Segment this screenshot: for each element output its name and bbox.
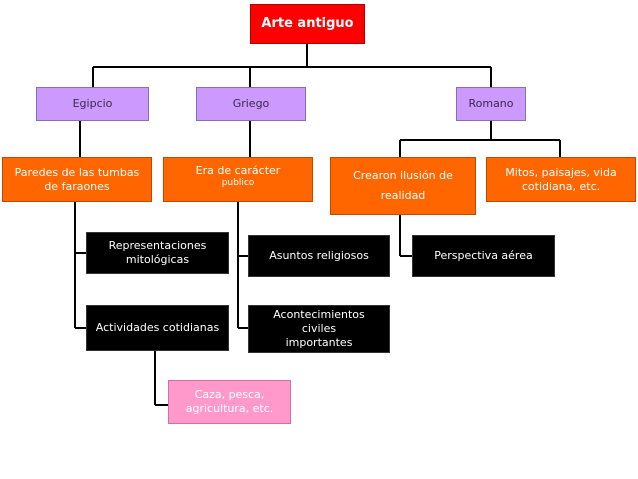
node-label: Paredes de las tumbas de faraones (14, 165, 140, 193)
node-label: Egipcio (72, 97, 113, 111)
node-label: Caza, pesca, agricultura, etc. (185, 388, 274, 415)
node-label: Romano (468, 97, 514, 111)
node-label-line1: Acontecimientos (273, 308, 365, 322)
node-paredes: Paredes de las tumbas de faraones (2, 157, 152, 202)
node-caza-pesca: Caza, pesca, agricultura, etc. (168, 380, 291, 424)
node-actividades: Actividades cotidianas (86, 305, 229, 351)
node-label: Asuntos religiosos (269, 249, 369, 263)
node-egipcio: Egipcio (36, 87, 149, 121)
node-perspectiva-aerea: Perspectiva aérea (412, 235, 555, 277)
node-label-line1: Era de carácter (195, 164, 281, 177)
node-label: Actividades cotidianas (95, 321, 220, 335)
node-label-line2: realidad (380, 189, 426, 202)
node-label: Mitos, paisajes, vida cotidiana, etc. (505, 165, 617, 193)
node-label-line2: publico (221, 177, 255, 188)
node-mitos: Mitos, paisajes, vida cotidiana, etc. (486, 157, 636, 202)
node-griego: Griego (196, 87, 306, 121)
node-representaciones: Representaciones mitológicas (86, 232, 229, 274)
node-romano: Romano (456, 87, 526, 121)
node-label-line1: Crearon ilusión de (353, 169, 453, 183)
node-acontecimientos: Acontecimientos civiles importantes (248, 305, 390, 353)
node-label: Griego (232, 97, 270, 111)
node-arte-antiguo: Arte antiguo (250, 4, 365, 44)
node-label: Arte antiguo (261, 15, 354, 31)
node-label: Representaciones mitológicas (108, 239, 207, 266)
node-label: Perspectiva aérea (434, 249, 533, 263)
node-label-line3: importantes (285, 335, 353, 349)
node-label-line2: civiles (301, 322, 337, 336)
node-asuntos-religiosos: Asuntos religiosos (248, 235, 390, 277)
node-era-caracter: Era de carácter publico (163, 157, 313, 202)
node-crearon: Crearon ilusión de realidad (330, 157, 476, 215)
